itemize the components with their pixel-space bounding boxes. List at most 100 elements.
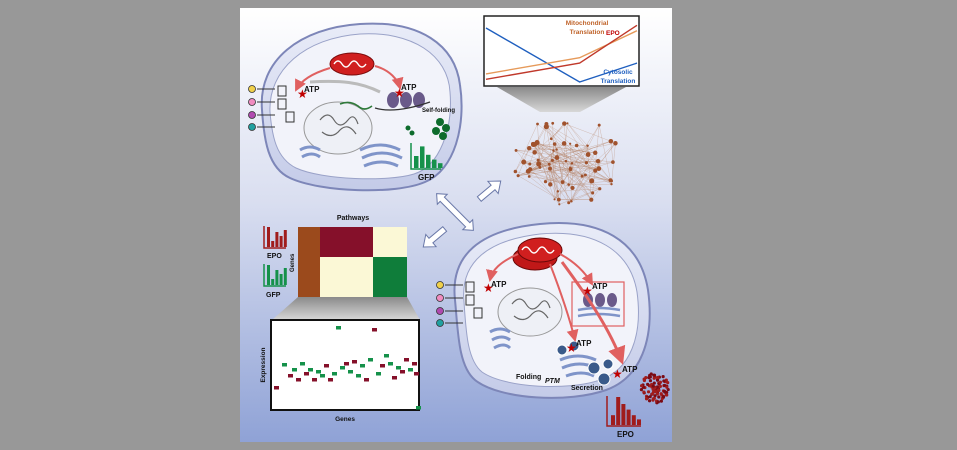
top-gfp-bar-icon <box>410 143 443 170</box>
epo-molecule <box>652 376 656 380</box>
scatter-mark-23 <box>368 358 373 362</box>
network-edge <box>564 123 611 142</box>
network-edge <box>570 143 587 163</box>
epo-molecule <box>640 384 644 388</box>
network-node <box>564 159 568 163</box>
scatter-mark-16 <box>340 366 345 370</box>
heatmap-row-label: Genes <box>290 253 296 272</box>
top-atp-right-label: ATP <box>401 83 417 92</box>
scatter-mark-27 <box>384 354 389 358</box>
network-edge <box>570 167 599 169</box>
network-edge <box>568 143 616 203</box>
network-edge <box>568 125 600 185</box>
network-edge <box>554 143 573 188</box>
heatmap-gfp-bar-1 <box>267 265 270 285</box>
network-node <box>567 201 571 205</box>
bottom-ptm-label: PTM <box>545 378 560 385</box>
network-node <box>585 152 591 157</box>
scatter-mark-14 <box>332 372 337 376</box>
heatmap-gfp-bar-5 <box>283 268 287 285</box>
network-node <box>570 185 575 191</box>
bottom-mitochondrion-2 <box>517 237 563 263</box>
network-node <box>549 137 553 140</box>
network-edge <box>556 149 612 182</box>
network-edge <box>554 169 571 200</box>
scatter-mark-3 <box>288 374 293 378</box>
scatter-mark-6 <box>300 362 305 366</box>
scatter-mark-9 <box>312 378 317 382</box>
bottom-folding-label: Folding <box>516 374 541 381</box>
top-arrow-atp-right <box>374 65 404 90</box>
network-node <box>521 159 527 165</box>
network-node <box>608 138 614 144</box>
top-gfp-bar-1 <box>414 156 419 168</box>
epo-molecule <box>642 378 647 383</box>
network-edge <box>551 138 599 169</box>
network-edge <box>528 149 557 173</box>
top-cell: ★ ★ ATP ATP Self-folding GFP <box>248 22 463 192</box>
network-node <box>553 198 556 201</box>
network-node <box>593 150 598 155</box>
network-edge <box>528 171 563 183</box>
network-node <box>593 168 598 173</box>
top-er <box>359 143 403 168</box>
epo-molecule <box>651 384 655 388</box>
bottom-epo-bar-icon <box>606 396 641 427</box>
network-edge <box>516 149 557 151</box>
scatter-mark-4 <box>292 368 297 372</box>
bottom-epo-bar-1 <box>611 415 615 425</box>
network-node <box>613 141 618 146</box>
network-edge <box>564 123 569 185</box>
network-node <box>550 158 554 162</box>
heatmap-epo-label: EPO <box>267 253 282 260</box>
epo-molecule <box>665 385 669 389</box>
top-mito-cristae <box>333 60 367 68</box>
heatmap-cell-2-1 <box>320 257 373 297</box>
scatter-mark-2 <box>282 363 287 367</box>
bottom-atp-star-1: ★ <box>483 281 494 295</box>
epo-molecule <box>648 395 652 399</box>
bottom-cell: ★ ★ ★ ★ ATP ATP ATP ATP Folding PTM Secr… <box>436 222 670 439</box>
network-edge <box>545 150 554 182</box>
network-node <box>596 166 602 171</box>
top-nucleus <box>303 101 373 155</box>
epo-molecule <box>656 400 660 404</box>
network-edge <box>571 176 583 202</box>
bottom-epo-bar-3 <box>621 404 626 425</box>
epo-molecule <box>652 381 656 385</box>
scatter-mark-34 <box>412 362 417 366</box>
epo-molecule <box>662 389 667 393</box>
epo-molecule <box>647 376 651 380</box>
arrow-to-network <box>476 180 502 203</box>
scatter-mark-20 <box>356 374 361 378</box>
heatmap-epo-bar-5 <box>283 230 287 247</box>
epo-molecule <box>653 394 657 398</box>
network-node <box>552 142 557 146</box>
top-grey-arrow <box>309 79 381 94</box>
network-node <box>589 178 595 184</box>
scatter-mark-31 <box>400 370 405 374</box>
network-edge <box>571 143 616 202</box>
line-chart-series <box>485 24 638 83</box>
network-node <box>538 165 542 169</box>
top-gfp-label: GFP <box>418 173 435 182</box>
heatmap-gfp-bar-icon <box>263 264 287 287</box>
network-node <box>583 173 587 177</box>
network-node <box>562 121 567 126</box>
line-chart-frame <box>483 15 640 87</box>
top-gfp-barrels <box>405 118 450 140</box>
cyto-translation-label-1: Cytosolic <box>603 69 633 76</box>
network-node <box>570 161 574 165</box>
heatmap-epo-bar-3 <box>275 232 279 247</box>
scatter-mark-13 <box>328 378 333 382</box>
bottom-promoters <box>436 281 483 327</box>
bottom-atp-3-label: ATP <box>576 339 592 348</box>
scatter-mark-29 <box>392 376 397 380</box>
scatter-mark-19 <box>352 360 357 364</box>
network-edge <box>518 160 553 176</box>
scatter-mark-21 <box>360 364 365 368</box>
top-atp-star-right: ★ <box>394 86 405 100</box>
scatter-mark-10 <box>316 370 321 374</box>
heatmap: Pathways Genes EPO GFP <box>263 215 420 320</box>
